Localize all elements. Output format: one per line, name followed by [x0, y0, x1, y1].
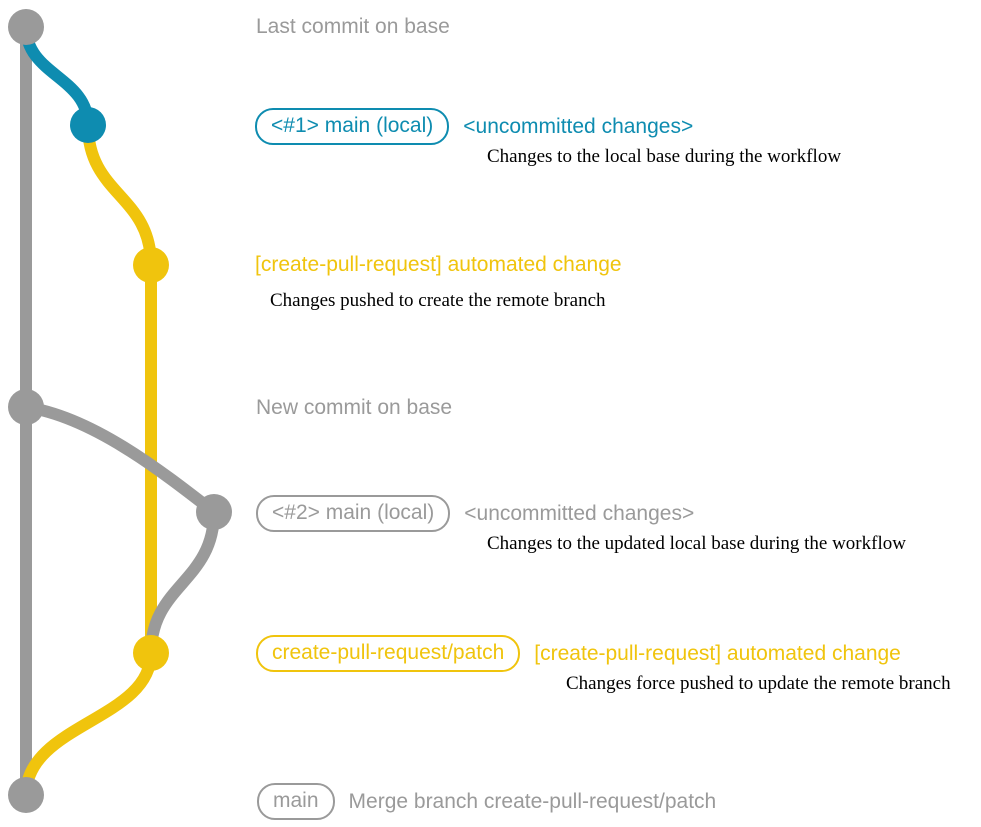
commit-note-local-main-1: Changes to the local base during the wor…	[487, 146, 842, 167]
section-heading-last-commit-on-base: Last commit on base	[256, 15, 450, 38]
graph-nodes	[8, 9, 232, 813]
commit-note-remote-patch-2: Changes force pushed to update the remot…	[566, 673, 951, 694]
commit-subject-remote-patch-1: [create-pull-request] automated change	[255, 253, 622, 276]
commit-node-local-main-1[interactable]	[70, 107, 106, 143]
commit-row-remote-patch-1: [create-pull-request] automated change	[255, 253, 622, 276]
commit-node-local-main-2[interactable]	[196, 494, 232, 530]
commit-subject-remote-patch-2: [create-pull-request] automated change	[534, 642, 901, 665]
commit-subject-base-merge: Merge branch create-pull-request/patch	[348, 790, 717, 813]
lane-base-new-to-local-main-2	[20, 401, 220, 518]
ref-badge-main[interactable]: main	[257, 783, 335, 820]
commit-node-base-merge[interactable]	[8, 777, 44, 813]
commit-row-local-main-1: <#1> main (local) <uncommitted changes>	[255, 108, 693, 145]
commit-note-remote-patch-1: Changes pushed to create the remote bran…	[270, 290, 606, 311]
commit-row-base-merge: main Merge branch create-pull-request/pa…	[257, 783, 716, 820]
ref-badge-create-pull-request-patch[interactable]: create-pull-request/patch	[256, 635, 521, 672]
ref-badge-local-main-1[interactable]: <#1> main (local)	[255, 108, 450, 145]
commit-node-base-new[interactable]	[8, 389, 44, 425]
commit-subject-local-main-2: <uncommitted changes>	[464, 502, 695, 525]
section-heading-new-commit-on-base: New commit on base	[256, 396, 453, 419]
commit-row-remote-patch-2: create-pull-request/patch [create-pull-r…	[256, 635, 901, 672]
commit-node-base-last[interactable]	[8, 9, 44, 45]
commit-row-local-main-2: <#2> main (local) <uncommitted changes>	[256, 495, 694, 532]
ref-badge-local-main-2[interactable]: <#2> main (local)	[256, 495, 451, 532]
lane-local-main-2-to-remote-patch-2	[145, 506, 220, 659]
commit-node-remote-patch-2[interactable]	[133, 635, 169, 671]
commit-subject-local-main-1: <uncommitted changes>	[463, 115, 694, 138]
lane-local-main-1-to-remote-patch-1	[82, 119, 157, 271]
commit-note-local-main-2: Changes to the updated local base during…	[487, 533, 906, 554]
lane-remote-patch-2-to-base-merge	[20, 647, 157, 801]
commit-node-remote-patch-1[interactable]	[133, 247, 169, 283]
